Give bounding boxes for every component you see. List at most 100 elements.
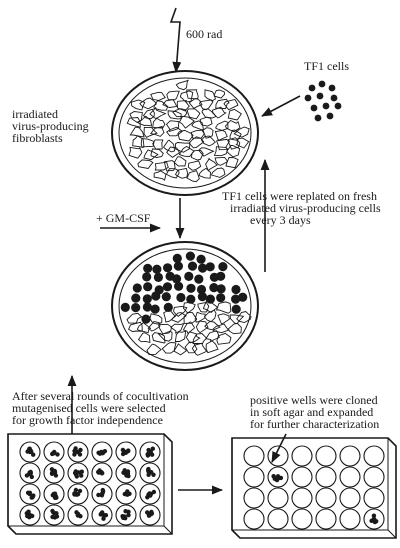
tf1-cell: [184, 271, 194, 281]
fibroblast-cell: [191, 120, 204, 131]
fibroblast-cell: [212, 106, 227, 119]
fibroblast-cell: [212, 323, 230, 334]
fibroblast-cell: [190, 149, 204, 161]
fibroblast-cell: [199, 116, 213, 127]
fibroblast-cell: [150, 91, 166, 101]
fibroblast-cell: [179, 90, 194, 103]
irradiation-label: 600 rad: [186, 27, 223, 41]
fibroblast-cell: [204, 320, 221, 331]
well: [339, 466, 361, 488]
tf1-cell: [131, 303, 141, 313]
cloned-label: positive wells were cloned in soft agar …: [250, 393, 380, 431]
well-cell: [77, 488, 83, 494]
fibroblast-cell: [214, 129, 228, 141]
fibroblast-cell: [176, 100, 190, 112]
fibroblast-cell: [186, 170, 200, 183]
fibroblast-cell: [167, 110, 182, 120]
tf1-cell: [150, 304, 160, 314]
tf1-cell: [132, 283, 142, 293]
well-cell: [49, 470, 55, 476]
fibroblast-cell: [225, 157, 239, 169]
tf1-cell-cluster: [304, 80, 342, 122]
tf1-cell: [196, 284, 207, 295]
well-cell: [75, 449, 80, 455]
well: [291, 466, 313, 488]
tf1-cell: [186, 294, 196, 304]
fibroblast-cell: [163, 309, 177, 323]
fibroblast-cell: [128, 321, 143, 333]
fibroblast-cell: [175, 79, 190, 91]
well-cell: [124, 473, 129, 478]
well-cell: [73, 487, 79, 493]
fibroblast-cell: [215, 120, 229, 131]
well-cell: [31, 452, 36, 457]
well-cell: [75, 511, 81, 517]
well-cell: [127, 491, 132, 496]
well-cell: [73, 469, 79, 474]
tf1-cell: [328, 84, 336, 92]
fibroblast-cell: [140, 138, 155, 148]
fibroblast-cell: [214, 156, 228, 166]
fibroblast-cell: [216, 332, 232, 345]
well: [339, 487, 361, 509]
tf1-cell: [231, 284, 241, 295]
fibroblast-cell: [191, 342, 208, 356]
fibroblast-cell: [211, 167, 226, 178]
fibroblast-cell: [202, 127, 214, 139]
fibroblast-cell: [142, 108, 155, 120]
tf1-cell: [326, 112, 334, 120]
well: [363, 445, 385, 467]
fibroblast-cell: [130, 99, 146, 111]
well-cell: [72, 452, 77, 457]
well-cell: [54, 514, 60, 519]
well-cell: [26, 509, 31, 514]
well-cell: [54, 495, 59, 500]
tf1-cell: [143, 263, 153, 273]
fibroblast-cell: [152, 139, 164, 150]
well-cell: [125, 469, 131, 474]
well-cell: [126, 509, 131, 514]
fibroblast-cell: [205, 340, 219, 354]
fibroblast-cell: [178, 115, 195, 129]
fibroblast-cell: [200, 135, 216, 147]
gmcsf-label: + GM-CSF: [96, 211, 151, 225]
tf1-cell: [143, 282, 153, 292]
well-cell: [151, 472, 156, 477]
fibroblast-cell: [143, 126, 158, 138]
tf1-cell: [216, 293, 226, 303]
tf1-cell: [322, 102, 330, 110]
tf1-cell: [142, 294, 152, 304]
well-cell: [79, 473, 84, 478]
fibroblast-cell: [156, 330, 173, 342]
fibroblast-cell: [233, 126, 250, 138]
well: [363, 466, 385, 488]
fibroblast-cell: [158, 323, 172, 335]
tf1-cell: [334, 102, 342, 110]
well-cell: [121, 450, 127, 455]
replated-label: TF1 cells were replated on fresh irradia…: [222, 189, 381, 227]
well: [267, 487, 289, 509]
well-cell: [100, 470, 105, 476]
tf1-cell: [310, 104, 318, 112]
irradiation-arrow: [169, 7, 182, 74]
fibroblast-cell: [183, 311, 198, 324]
fibroblast-cell: [129, 111, 143, 123]
fibroblast-cell: [223, 98, 239, 111]
well-cell: [75, 492, 81, 497]
well-cell: [101, 513, 107, 518]
well: [291, 508, 313, 530]
well-cell: [371, 513, 377, 518]
fibroblast-cell: [136, 115, 153, 127]
well-cell: [121, 515, 126, 520]
tf1-to-dish-arrow: [261, 95, 301, 117]
fibroblast-cell: [166, 126, 184, 137]
well-cell: [53, 473, 59, 478]
tf1-cell: [316, 92, 324, 100]
well: [363, 487, 385, 509]
fibroblast-cell: [163, 160, 176, 172]
well-cell: [72, 492, 77, 497]
well-cell: [99, 491, 105, 497]
tf1-cell: [205, 262, 215, 272]
fibroblast-cell: [163, 139, 176, 153]
